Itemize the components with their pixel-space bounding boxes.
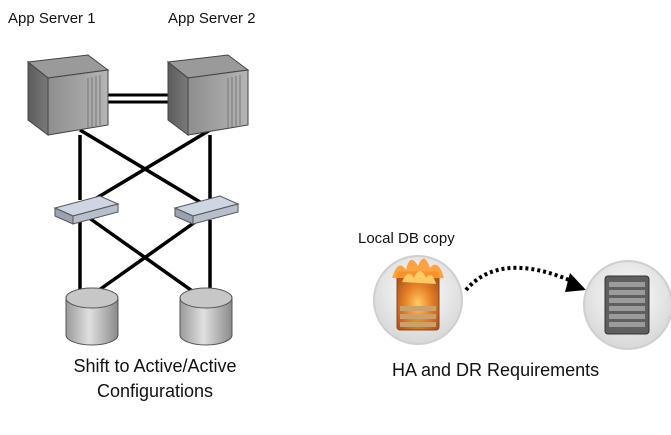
storage-disk-2-icon: [179, 287, 233, 346]
app-server-2-icon: [166, 54, 250, 136]
replication-arrow: [464, 265, 586, 292]
network-switch-2-icon: [173, 195, 240, 225]
app-server-2-label: App Server 2: [168, 10, 256, 27]
app-server-1-label: App Server 1: [8, 10, 96, 27]
network-switch-1-icon: [53, 195, 120, 225]
active-active-caption: Shift to Active/Active Configurations: [20, 354, 290, 404]
remote-db-server-icon: [583, 260, 671, 350]
app-server-1-icon: [26, 54, 110, 136]
local-db-copy-label: Local DB copy: [358, 230, 455, 247]
local-db-server-on-fire-icon: [373, 255, 463, 345]
ha-dr-caption: HA and DR Requirements: [392, 360, 600, 380]
caption-line-2: Configurations: [96, 381, 214, 401]
storage-disk-1-icon: [65, 287, 119, 346]
network-links: [78, 93, 212, 302]
caption-line-1: Shift to Active/Active: [73, 356, 237, 376]
